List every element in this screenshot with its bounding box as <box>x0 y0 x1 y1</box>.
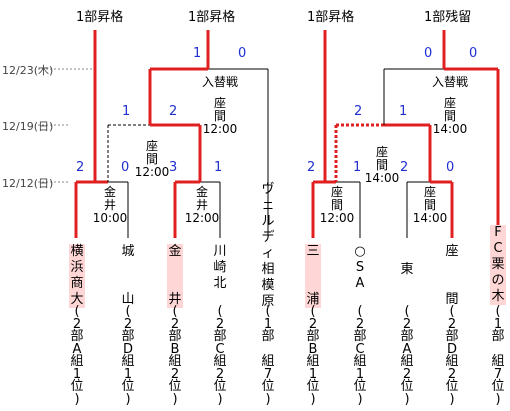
match-venue-label: 座 間 14:00 <box>412 185 448 225</box>
team-detail: ( 2 部 B 組 2 位 ) <box>168 304 182 407</box>
team-name: F C 栗 の 木 <box>490 225 506 305</box>
date-label: 12/19(日) <box>2 120 54 133</box>
team-name: 三 浦 <box>305 244 321 308</box>
score: 1 <box>193 46 202 61</box>
match-venue-label: 入替戦 <box>201 75 238 89</box>
team-name: 座 間 <box>445 244 459 307</box>
match-venue-label: 金 井 12:00 <box>184 185 220 225</box>
team-detail: ( 2 部 D 組 2 位 ) <box>445 304 459 407</box>
team-detail: ( 2 部 A 組 2 位 ) <box>400 304 414 407</box>
match-venue-label: 金 井 10:00 <box>92 185 128 225</box>
team-name: ヴ ェ ル デ ィ 相 模 原 <box>261 182 275 309</box>
team-detail: ( 2 部 D 組 1 位 ) <box>121 304 135 407</box>
date-label: 12/12(日) <box>2 177 54 190</box>
score: 2 <box>400 160 409 175</box>
score: 1 <box>353 160 362 175</box>
result-label: 1部昇格 <box>76 10 124 25</box>
result-label: 1部昇格 <box>307 10 355 25</box>
match-venue-label: 座 間 12:00 <box>134 139 170 179</box>
match-venue-label: 座 間 14:00 <box>432 96 468 136</box>
team-detail: ( 2 部 A 組 1 位 ) <box>70 304 84 407</box>
result-label: 1部昇格 <box>188 10 236 25</box>
score: 0 <box>121 160 130 175</box>
team-name: 川 崎 北 <box>213 244 227 291</box>
team-detail: ( 1 部 組 7 位 ) <box>261 304 275 407</box>
score: 0 <box>446 160 455 175</box>
match-venue-label: 座 間 12:00 <box>202 96 238 136</box>
team-name: 金 井 <box>167 244 183 308</box>
score: 1 <box>214 160 223 175</box>
team-name: 東 <box>400 262 414 277</box>
score: 3 <box>169 160 178 175</box>
score: 0 <box>424 46 433 61</box>
score: 1 <box>122 104 131 119</box>
score: 2 <box>307 160 316 175</box>
score: 1 <box>399 104 408 119</box>
date-label: 12/23(木) <box>2 64 54 77</box>
score: 2 <box>169 104 178 119</box>
team-name: ○ S A <box>354 244 366 291</box>
team-detail: ( 2 部 B 組 1 位 ) <box>306 304 320 407</box>
team-name: 城 山 <box>121 244 135 307</box>
team-detail: ( 2 部 C 組 1 位 ) <box>353 304 367 407</box>
score: 2 <box>76 160 85 175</box>
result-label: 1部残留 <box>424 10 472 25</box>
team-detail: ( 1 部 組 7 位 ) <box>491 304 505 407</box>
score: 0 <box>469 46 478 61</box>
match-venue-label: 座 間 14:00 <box>364 145 400 185</box>
score: 0 <box>238 46 247 61</box>
match-venue-label: 入替戦 <box>431 75 468 89</box>
match-venue-label: 座 間 12:00 <box>319 185 355 225</box>
team-detail: ( 2 部 C 組 2 位 ) <box>213 304 227 407</box>
team-name: 横 浜 商 大 <box>69 244 85 308</box>
score: 2 <box>354 104 363 119</box>
